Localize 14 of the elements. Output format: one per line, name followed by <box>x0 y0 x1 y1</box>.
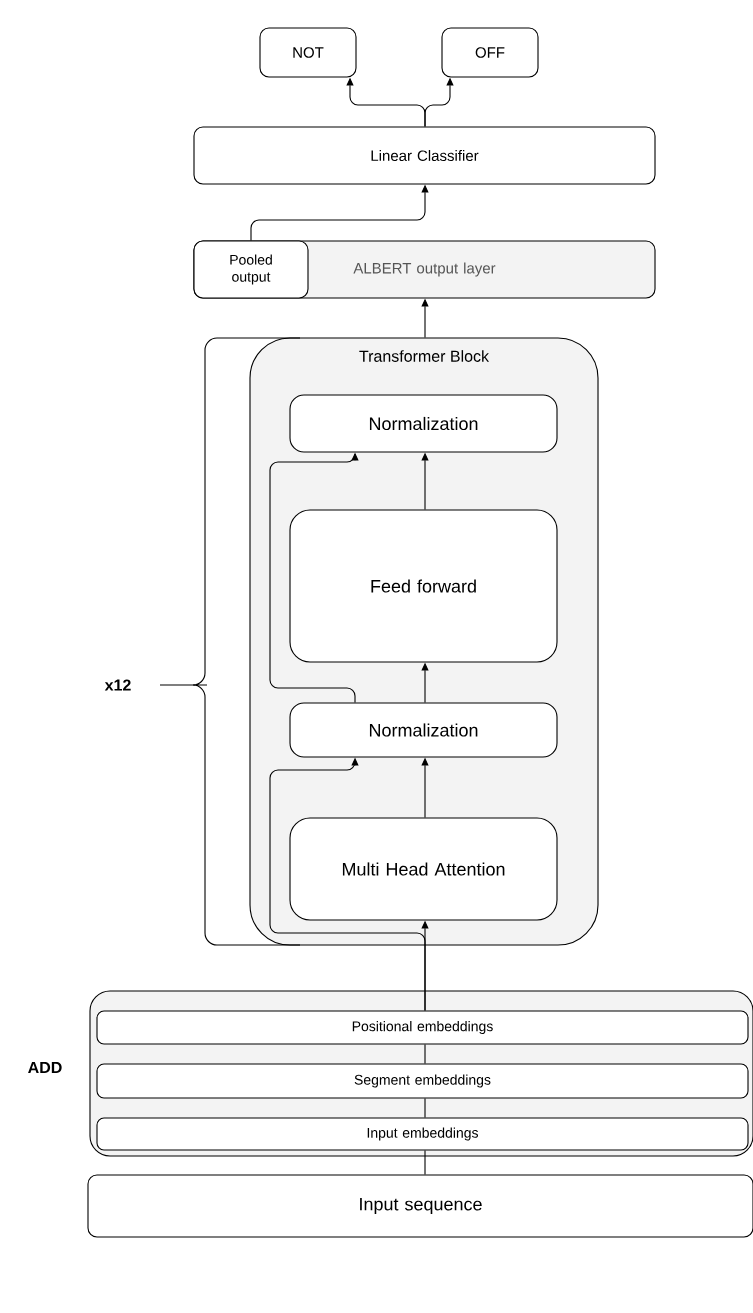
embedding-box: Input embeddings <box>96 1117 749 1151</box>
classifier-box: Linear Classifier <box>193 126 656 185</box>
attention-box: Multi Head Attention <box>289 817 558 921</box>
repeat-label: x12 <box>104 679 131 691</box>
side-label: ADD <box>28 1062 62 1073</box>
embedding-box: Positional embeddings <box>96 1010 749 1045</box>
output-box: OFF <box>441 27 539 78</box>
pooled-output-box: Pooled output <box>193 240 309 299</box>
normalization-box: Normalization <box>289 702 558 758</box>
embedding-box: Segment embeddings <box>96 1063 749 1099</box>
output-box: NOT <box>259 27 357 78</box>
normalization-box: Normalization <box>289 394 558 453</box>
input-box: Input sequence <box>87 1174 753 1238</box>
feed-forward-box: Feed forward <box>289 509 558 663</box>
